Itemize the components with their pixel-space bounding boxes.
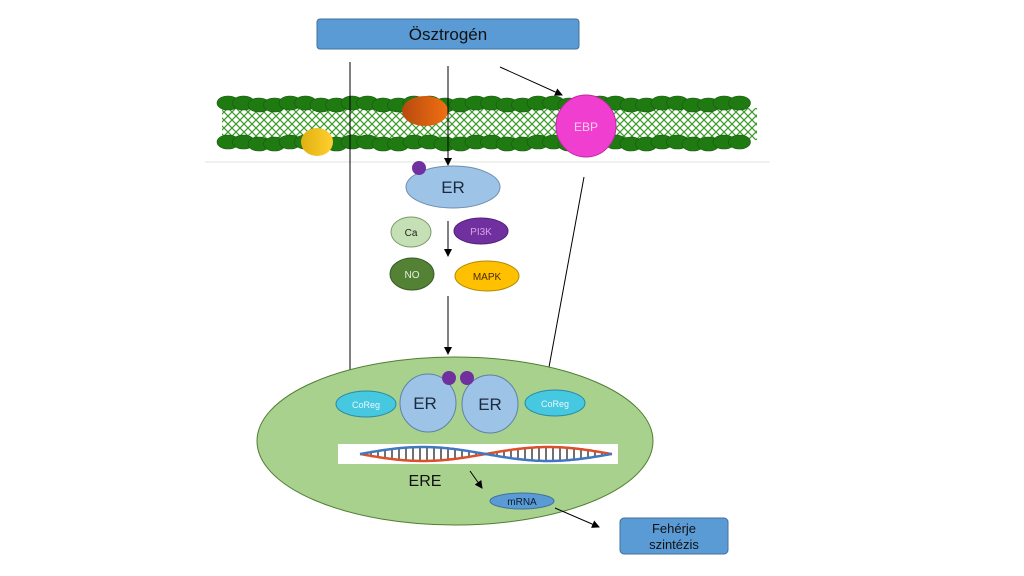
er-dimer-left-label: ER [413, 394, 437, 413]
arrow-estrogen-to-ebp [499, 66, 563, 96]
ebp-label: EBP [574, 120, 598, 134]
coreg-left [335, 390, 397, 418]
estrogen-ligand-dot [412, 161, 426, 175]
estrogen-label: Ösztrogén [409, 25, 487, 44]
coreg-left-label: CoReg [352, 400, 380, 410]
orange-membrane-protein [402, 96, 448, 126]
protein-synthesis-line2: szintézis [649, 537, 699, 552]
dna-helix [338, 444, 618, 464]
dna-strand [359, 445, 613, 463]
ligand-dot-right [460, 371, 474, 385]
mrna-label: mRNA [507, 497, 537, 508]
mapk-label: MAPK [473, 272, 502, 283]
lipid-head [728, 134, 751, 150]
coreg-right [524, 389, 586, 417]
arrow-to-mrna [469, 470, 483, 489]
lipid-head [728, 95, 751, 111]
er-dimer-right-label: ER [478, 395, 502, 414]
er-dimer-right [461, 374, 519, 434]
no-label: NO [405, 270, 420, 281]
coreg-right-label: CoReg [541, 399, 569, 409]
nucleus: CoReg CoReg ER ER ERE mRNA [256, 356, 654, 526]
estrogen-box: Ösztrogén [316, 18, 580, 50]
ebp-receptor [555, 94, 617, 158]
er-dimer-left [399, 373, 457, 433]
signaling-mediators: Ca PI3K NO MAPK [389, 216, 520, 292]
protein-synthesis-line1: Fehérje [652, 521, 696, 536]
arrow-ebp-to-nucleus [544, 176, 585, 379]
arrow-to-protein-synthesis [554, 507, 600, 528]
yellow-membrane-protein [301, 128, 333, 156]
ere-label: ERE [409, 473, 442, 490]
cell-membrane: EBP [205, 94, 770, 163]
arrows [346, 62, 585, 381]
ca-label: Ca [405, 228, 418, 239]
er-label: ER [441, 178, 465, 197]
protein-synthesis-box: Fehérje szintézis [619, 517, 729, 555]
pi3k-label: PI3K [470, 227, 492, 238]
ligand-dot-left [442, 371, 456, 385]
mrna [489, 492, 555, 510]
cytoplasmic-er: ER [405, 161, 501, 209]
